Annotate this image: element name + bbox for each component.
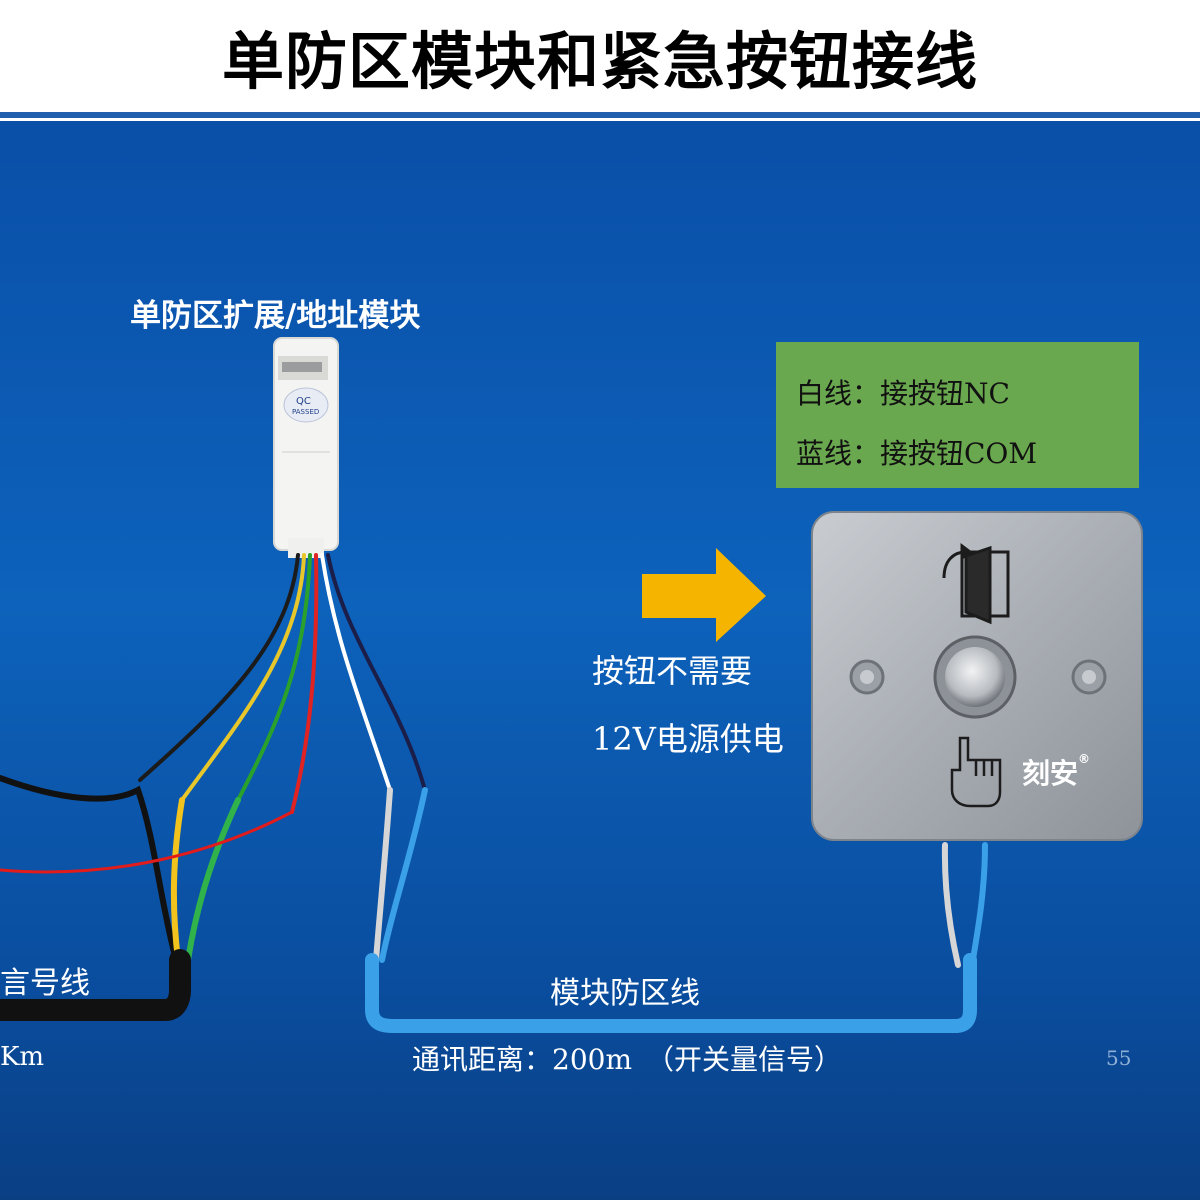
page-title: 单防区模块和紧急按钮接线 <box>221 25 978 98</box>
door-exit-icon <box>942 543 1010 625</box>
address-module: QC PASSED <box>273 337 339 558</box>
page-number: 55 <box>1106 1046 1132 1070</box>
header-rule <box>0 112 1200 118</box>
left-distance-label: Km <box>0 1042 45 1072</box>
wiring-note-white: 白线：接按钮NC <box>796 377 1010 410</box>
sticker-passed-text: PASSED <box>292 408 319 416</box>
header-bar <box>0 0 1200 112</box>
module-wires <box>0 553 988 1033</box>
wiring-note-box: 白线：接按钮NC 蓝线：接按钮COM <box>776 342 1139 488</box>
power-note-line1: 按钮不需要 <box>592 652 753 690</box>
zone-line-label: 模块防区线 <box>550 976 700 1011</box>
exit-button-plate <box>811 511 1143 841</box>
distance-label: 通讯距离：200m （开关量信号） <box>412 1043 842 1076</box>
header-rule-gap <box>0 118 1200 121</box>
power-note-line2: 12V电源供电 <box>592 720 784 758</box>
arrow-right-icon <box>642 548 766 642</box>
sticker-qc-text: QC <box>296 396 311 407</box>
left-signal-label: 言号线 <box>0 966 90 1001</box>
button-brand: 刻安® <box>1022 752 1091 790</box>
module-title: 单防区扩展/地址模块 <box>130 298 421 334</box>
hand-press-icon <box>950 736 1002 808</box>
wiring-note-blue: 蓝线：接按钮COM <box>796 437 1038 470</box>
